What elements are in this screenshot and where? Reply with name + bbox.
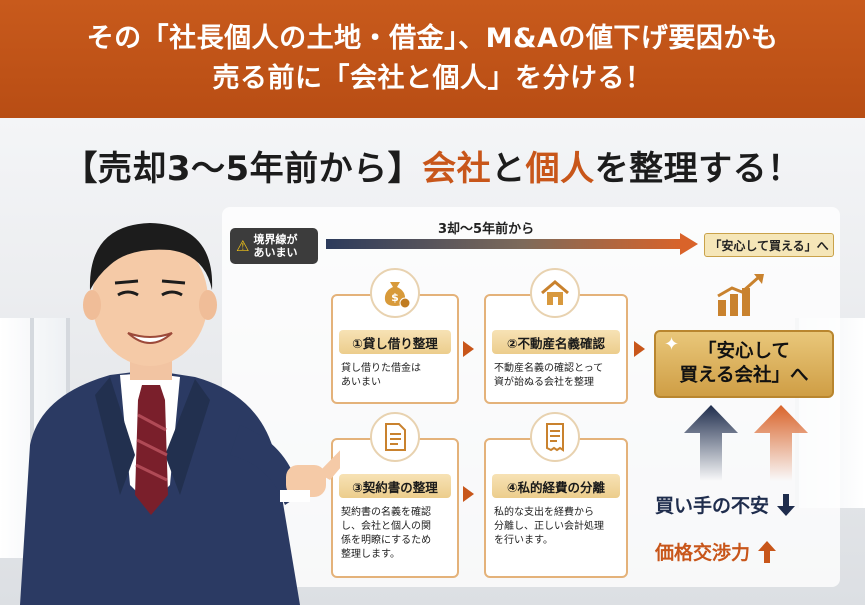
heading-individual: 個人: [525, 148, 595, 189]
receipt-icon: [530, 412, 580, 462]
top-banner: その「社長個人の土地・借金」、M&Aの値下げ要因かも 売る前に「会社と個人」を分…: [0, 0, 865, 118]
step-arrow-3: [463, 486, 474, 502]
up-arrow-icon: [758, 540, 777, 563]
heading-period: 【売却3〜5年前から】: [63, 148, 423, 189]
step-desc-1: 貸し借りた借金は あいまい: [341, 363, 421, 388]
heading-and: と: [491, 148, 526, 189]
document-icon: [370, 412, 420, 462]
step-card-1: ①貸し借り整理 貸し借りた借金は あいまい: [331, 294, 459, 404]
step-title-2: ②不動産名義確認: [492, 330, 620, 354]
navy-up-arrow-icon: [682, 403, 740, 487]
step-desc-4: 私的な支出を経費から 分離し、正しい会計処理 を行います。: [494, 507, 604, 546]
timeline-bar: [326, 239, 684, 249]
step-arrow-1: [463, 341, 474, 357]
house-icon: [530, 268, 580, 318]
heading-company: 会社: [422, 148, 492, 189]
warning-line-1: 境界線が: [253, 233, 298, 246]
negotiation-stat: 価格交渉力: [655, 538, 778, 565]
step-card-2: ②不動産名義確認 不動産名義の確認とって 資が詒ぬる会社を整理: [484, 294, 628, 404]
step-arrow-2: [634, 341, 645, 357]
timeline-label: 3却〜5年前から: [438, 222, 535, 237]
goal-box: 「安心して 買える会社」へ: [654, 330, 834, 398]
step-desc-2: 不動産名義の確認とって 資が詒ぬる会社を整理: [494, 363, 604, 388]
step-title-1: ①貸し借り整理: [339, 330, 451, 354]
sparkle-icon: ✦: [664, 334, 680, 355]
banner-line-2: 売る前に「会社と個人」を分ける！: [212, 63, 653, 94]
goal-line-2: 買える会社」へ: [679, 365, 809, 386]
main-heading: 【売却3〜5年前から】 会社 と 個人 を整理する！: [0, 138, 865, 192]
timeline-arrow-head: [680, 233, 698, 255]
heading-organize: を整理する！: [594, 148, 802, 189]
goal-line-1: 「安心して: [698, 341, 790, 362]
businessman-illustration: [0, 195, 358, 605]
warning-line-2: あいまい: [253, 246, 298, 259]
growth-chart-icon: [712, 272, 768, 322]
down-arrow-icon: [777, 493, 796, 516]
orange-up-arrow-icon: [752, 403, 810, 487]
step-title-4: ④私的経費の分離: [492, 474, 620, 498]
money-bag-icon: $: [370, 268, 420, 318]
goal-tag: 「安心して買える」へ: [704, 233, 834, 257]
banner-line-1: その「社長個人の土地・借金」、M&Aの値下げ要因かも: [86, 23, 779, 54]
svg-text:$: $: [391, 291, 399, 304]
negotiation-label: 価格交渉力: [655, 542, 751, 564]
step-desc-3: 契約書の名義を確認 し、会社と個人の関 係を明瞭にするため 整理します。: [341, 507, 432, 560]
warning-badge: ⚠ 境界線が あいまい: [230, 228, 318, 264]
warning-icon: ⚠: [236, 237, 250, 255]
buyer-anxiety-label: 買い手の不安: [655, 495, 770, 517]
step-title-3: ③契約書の整理: [339, 474, 451, 498]
buyer-anxiety-stat: 買い手の不安: [655, 491, 797, 518]
